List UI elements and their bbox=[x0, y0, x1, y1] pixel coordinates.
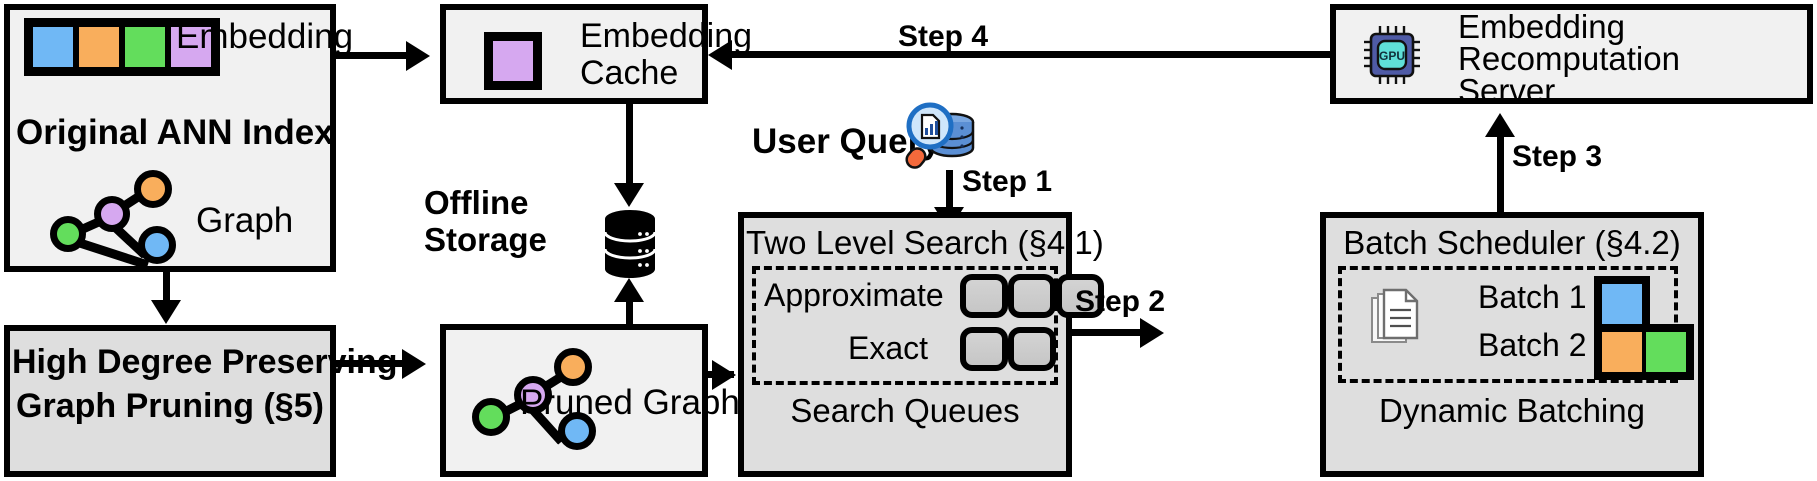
recomputation-server-line3: Server bbox=[1458, 72, 1556, 109]
graph-node-orange bbox=[134, 170, 172, 208]
pruned-node-blue bbox=[558, 412, 596, 450]
batch-chip-blue bbox=[1600, 282, 1644, 326]
connector-scheduler-to-server bbox=[1497, 135, 1504, 212]
approximate-row-label: Approximate bbox=[764, 277, 944, 313]
arrowhead-cache-to-storage bbox=[614, 183, 644, 207]
embedding-cache-title-line2: Cache bbox=[580, 54, 679, 92]
graph-pruning-title-line2: Graph Pruning (§5) bbox=[16, 387, 324, 425]
original-ann-index-title: Original ANN Index bbox=[16, 113, 334, 152]
connector-cache-to-storage bbox=[626, 104, 633, 186]
queue-cell bbox=[1008, 327, 1056, 371]
pruned-node-orange bbox=[554, 348, 592, 386]
batch-chip-green bbox=[1644, 330, 1688, 374]
pruned-graph-label: Pruned Graph bbox=[520, 383, 740, 422]
pruned-graph-illustration bbox=[462, 346, 596, 454]
arrowhead-pruning-to-pruned-graph bbox=[402, 349, 426, 379]
approximate-queue-cells bbox=[960, 274, 1104, 318]
batch-1-label: Batch 1 bbox=[1478, 279, 1587, 315]
connector-pruned-graph-to-storage bbox=[626, 300, 633, 324]
pruned-node-green bbox=[472, 398, 510, 436]
arrowhead-search-to-scheduler bbox=[1140, 318, 1164, 348]
gpu-icon-text: GPU bbox=[1379, 49, 1405, 63]
embedding-cache-chip-purple bbox=[490, 38, 536, 84]
search-queues-panel bbox=[752, 266, 1058, 385]
arrowhead-pruned-graph-to-search bbox=[712, 360, 736, 390]
embedding-cell-blue bbox=[30, 24, 76, 70]
graph-node-green bbox=[50, 216, 86, 252]
graph-pruning-title-line1: High Degree Preserving bbox=[12, 343, 398, 381]
queue-cell bbox=[1056, 274, 1104, 318]
graph-node-blue bbox=[138, 226, 176, 264]
embedding-cell-orange bbox=[76, 24, 122, 70]
graph-label: Graph bbox=[196, 201, 294, 240]
queue-cell bbox=[960, 274, 1008, 318]
arrowhead-index-to-cache bbox=[406, 41, 430, 71]
offline-storage-label-line1: Offline bbox=[424, 184, 529, 221]
magnifier-database-icon bbox=[900, 98, 976, 170]
embedding-cell-green bbox=[122, 24, 168, 70]
batch-chip-orange bbox=[1600, 330, 1644, 374]
arrowhead-scheduler-to-server bbox=[1485, 113, 1515, 137]
batch-2-label: Batch 2 bbox=[1478, 327, 1587, 363]
connector-search-to-scheduler bbox=[1072, 329, 1144, 336]
embedding-label: Embedding bbox=[176, 17, 354, 56]
graph-pruning-box bbox=[4, 325, 336, 477]
connector-pruning-to-pruned-graph bbox=[336, 360, 406, 367]
connector-index-to-cache bbox=[336, 52, 410, 59]
connector-index-to-pruning bbox=[163, 272, 170, 304]
batch-scheduler-title: Batch Scheduler (§4.2) bbox=[1343, 224, 1681, 261]
step-4-label: Step 4 bbox=[898, 20, 989, 53]
documents-stack-icon bbox=[1368, 288, 1424, 352]
database-cylinder-icon bbox=[602, 208, 658, 280]
arrowhead-index-to-pruning bbox=[151, 300, 181, 324]
search-queues-footer: Search Queues bbox=[790, 392, 1020, 429]
arrowhead-server-to-cache bbox=[708, 40, 732, 70]
recomputation-server-line1: Embedding bbox=[1458, 8, 1625, 45]
step-2-label: Step 2 bbox=[1075, 285, 1166, 318]
queue-cell bbox=[960, 327, 1008, 371]
connector-server-to-cache bbox=[726, 51, 1330, 58]
original-graph-illustration bbox=[42, 168, 176, 270]
two-level-search-title: Two Level Search (§4.1) bbox=[746, 224, 1104, 261]
recomputation-server-line2: Recomputation bbox=[1458, 40, 1680, 77]
dynamic-batching-footer: Dynamic Batching bbox=[1379, 392, 1645, 429]
embedding-cache-chip bbox=[484, 32, 542, 90]
connector-query-to-search bbox=[946, 170, 953, 212]
pruned-node-purple bbox=[514, 376, 552, 414]
step-1-label: Step 1 bbox=[962, 165, 1053, 198]
step-3-label: Step 3 bbox=[1512, 140, 1603, 173]
embedding-cell-purple bbox=[168, 24, 214, 70]
graph-node-purple bbox=[94, 196, 130, 232]
arrowhead-pruned-graph-to-storage bbox=[614, 278, 644, 302]
exact-queue-cells bbox=[960, 327, 1056, 371]
queue-cell bbox=[1008, 274, 1056, 318]
offline-storage-label-line2: Storage bbox=[424, 221, 547, 258]
batch-2-chips bbox=[1594, 324, 1694, 380]
embedding-vector-strip bbox=[24, 18, 220, 76]
exact-row-label: Exact bbox=[848, 330, 929, 366]
gpu-chip-icon: GPU bbox=[1360, 24, 1430, 86]
